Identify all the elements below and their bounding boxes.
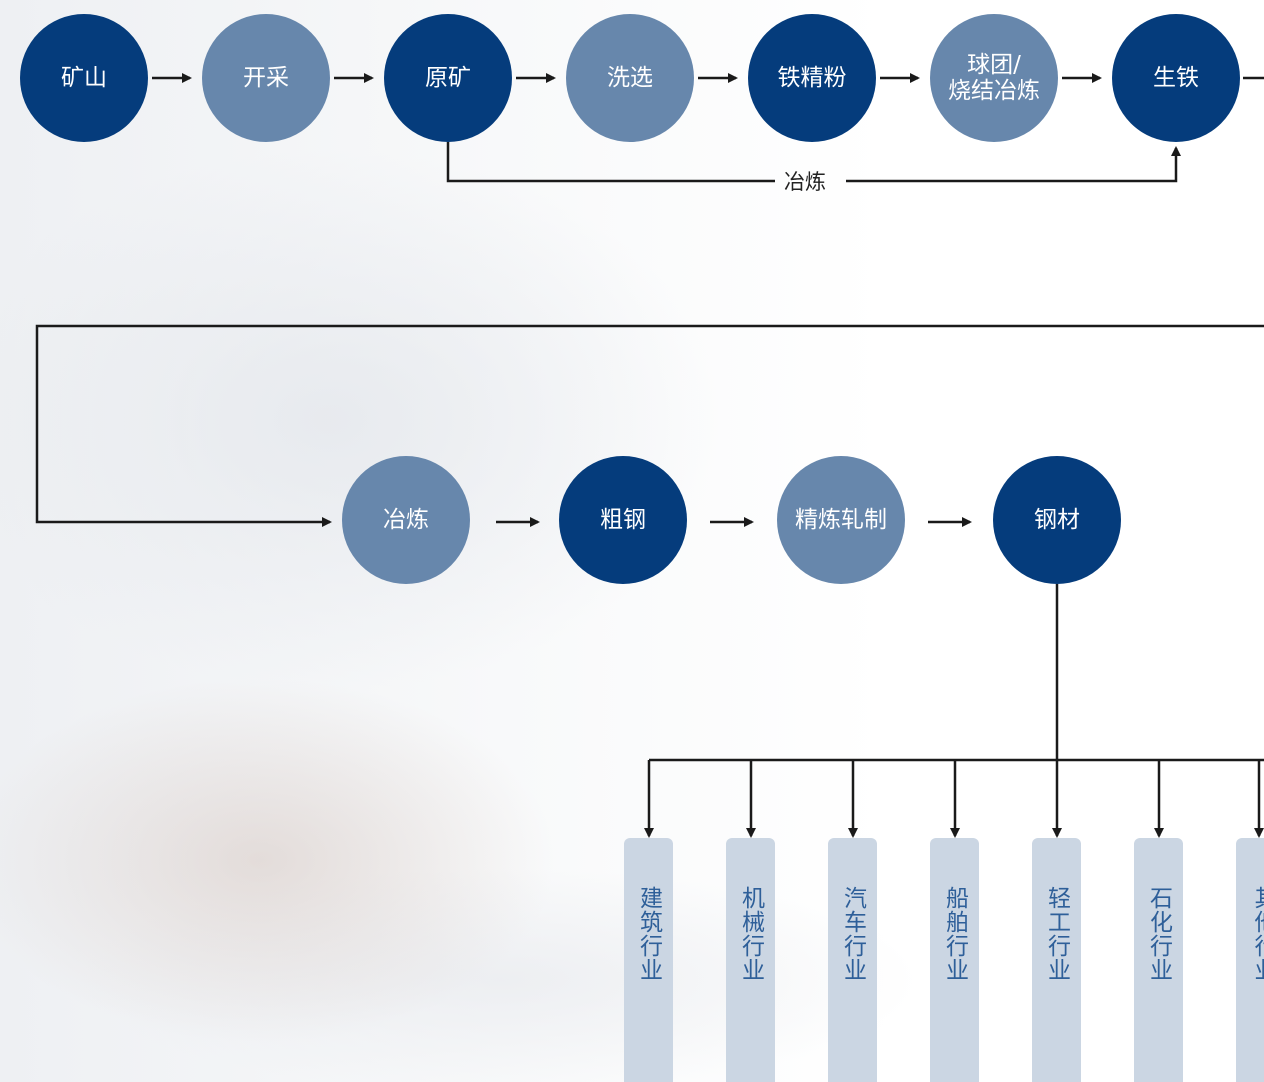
bypass-line-right — [846, 146, 1181, 183]
bypass-line-left — [446, 142, 775, 183]
node-kaicai: 开采 — [202, 14, 330, 142]
node-yelian: 冶炼 — [342, 456, 470, 584]
industry-bar-machinery: 机械行业 — [726, 838, 775, 1082]
industry-bar-light-industry: 轻工行业 — [1032, 838, 1081, 1082]
industry-bar-construction: 建筑行业 — [624, 838, 673, 1082]
node-xixuan: 洗选 — [566, 14, 694, 142]
node-shengtie: 生铁 — [1112, 14, 1240, 142]
industry-bar-automotive: 汽车行业 — [828, 838, 877, 1082]
node-tiejingfen: 铁精粉 — [748, 14, 876, 142]
bypass-label: 冶炼 — [784, 170, 826, 194]
node-kuangshan: 矿山 — [20, 14, 148, 142]
industry-bar-other: 其他行业 — [1236, 838, 1264, 1082]
wrap-line — [35, 324, 1264, 527]
node-jinglian-zhazhi: 精炼轧制 — [777, 456, 905, 584]
node-gangcai: 钢材 — [993, 456, 1121, 584]
node-yuankuang: 原矿 — [384, 14, 512, 142]
industry-bar-petrochemical: 石化行业 — [1134, 838, 1183, 1082]
node-qiutuan-shaojie: 球团/ 烧结冶炼 — [930, 14, 1058, 142]
node-cugang: 粗钢 — [559, 456, 687, 584]
industry-bar-shipbuilding: 船舶行业 — [930, 838, 979, 1082]
